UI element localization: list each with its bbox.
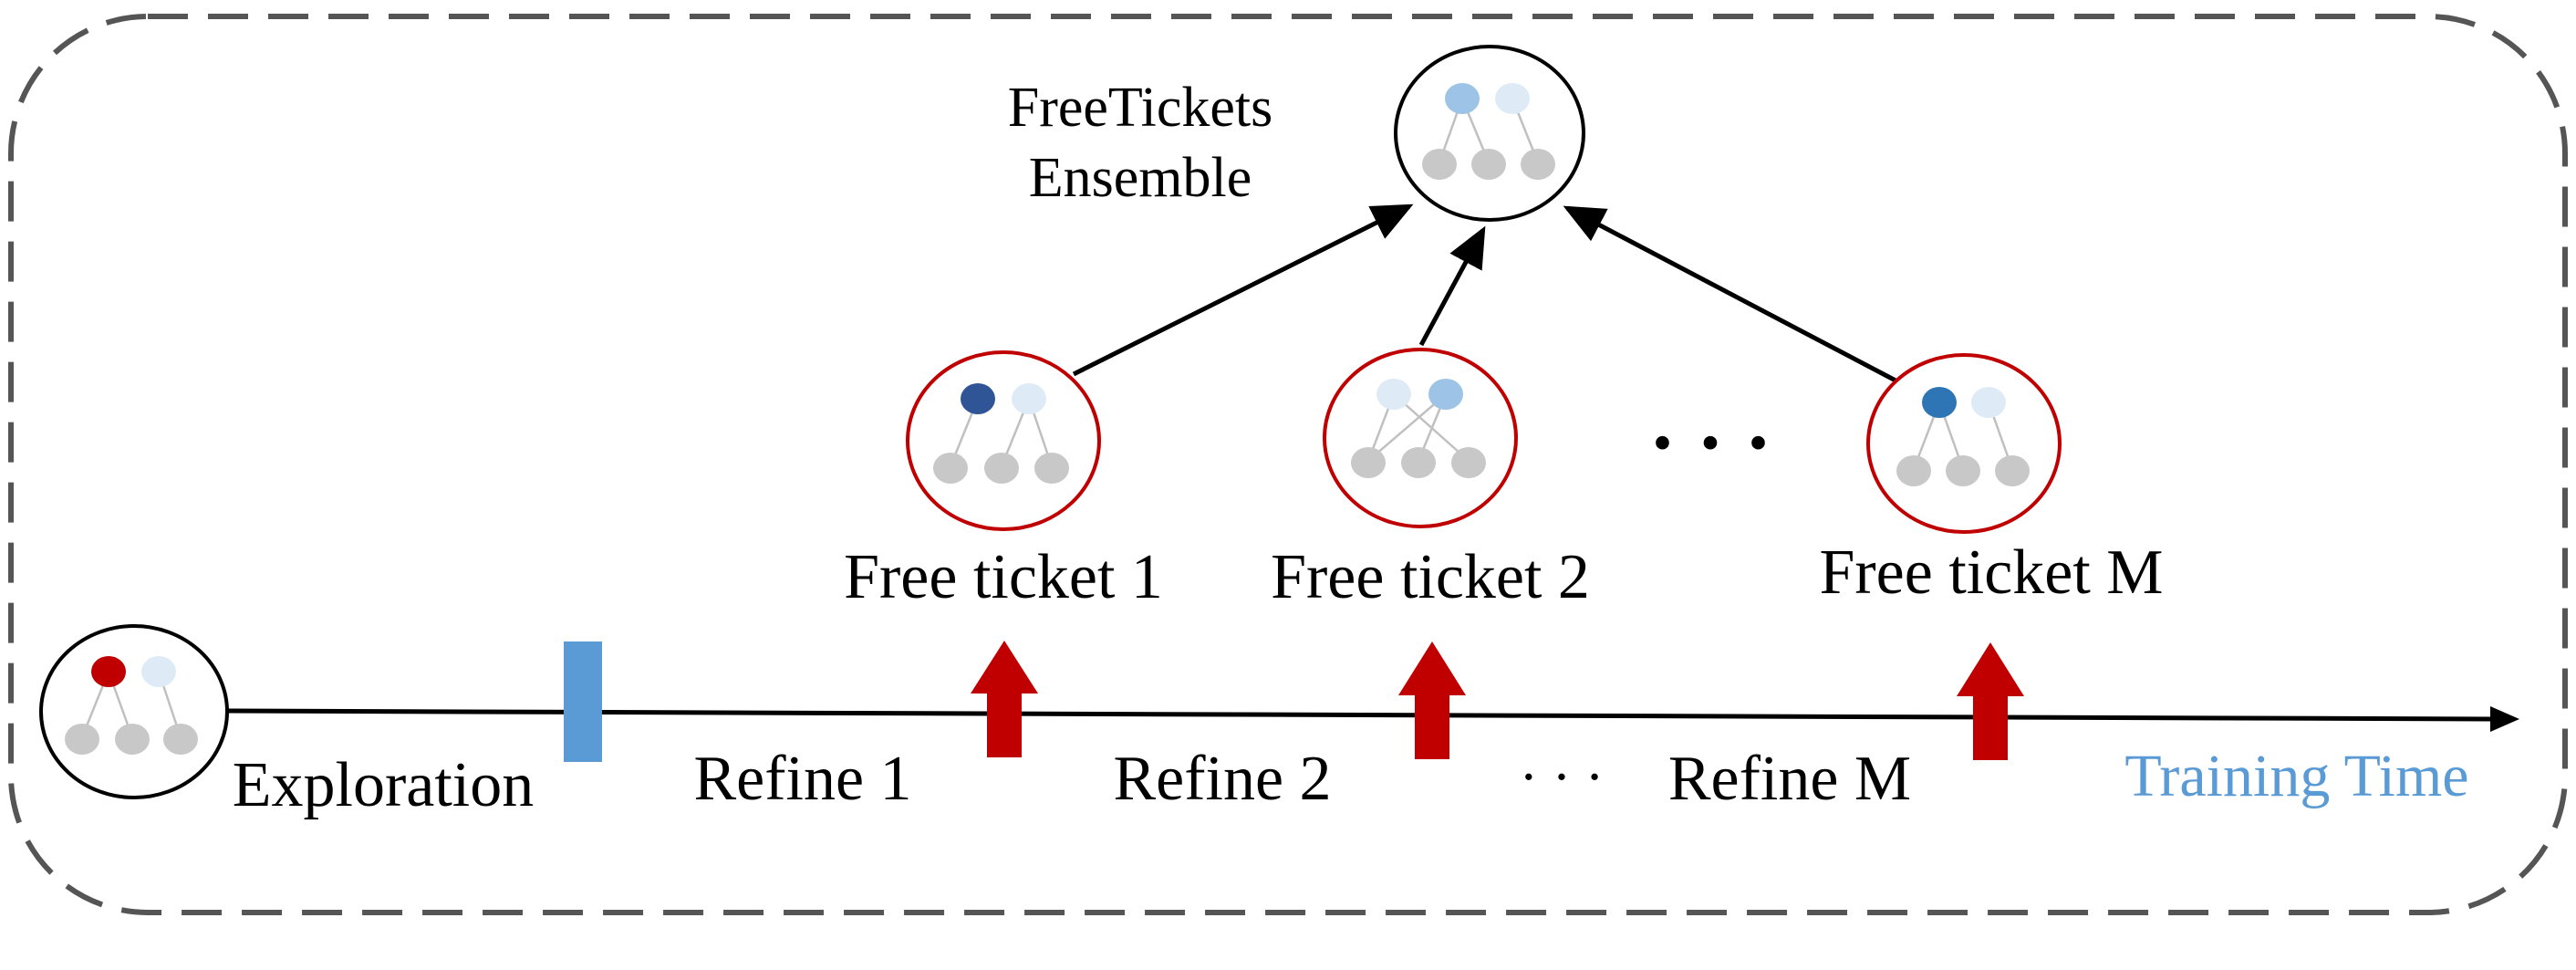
ticket-m-bottom-node-1 [1896,455,1931,486]
ensemble-bottom-node-3 [1521,149,1555,180]
free-ticket-m-network [1866,353,2062,534]
free-ticket-2-network [1323,348,1518,528]
ticket-m-bottom-node-3 [1995,455,2030,486]
exploration-bar [564,641,602,762]
ticket-1-bottom-node-3 [1034,453,1069,484]
ticket-2-circle [1323,348,1518,528]
ensemble-title-line-1: FreeTickets [1008,77,1272,139]
ticket-m-circle [1866,353,2062,534]
start-bottom-node-3 [163,724,198,755]
refine-1-arrow [971,641,1038,757]
ticket-ellipsis: · · · [1648,398,1771,488]
refine-m-label: Refine M [1668,744,1911,814]
ticket-m-top-node-1 [1922,387,1957,418]
ticket-2-to-ensemble-arrow [1418,225,1486,347]
ensemble-title-line-2: Ensemble [1029,147,1252,209]
ticket-2-top-node-1 [1376,379,1411,410]
ticket-1-bottom-node-1 [933,453,968,484]
ensemble-network [1394,45,1585,222]
ticket-m-bottom-node-2 [1946,455,1980,486]
exploration-label: Exploration [233,750,534,820]
refine-2-arrow [1398,641,1466,759]
refine-m-arrow [1957,642,2024,760]
ticket-1-label: Free ticket 1 [844,542,1163,612]
timeline-ellipsis: · · · [1520,746,1605,808]
start-bottom-node-1 [65,724,99,755]
start-network [39,624,229,799]
ticket-1-top-node-2 [1012,383,1046,414]
start-top-node-2 [141,656,176,687]
ticket-2-bottom-node-3 [1451,447,1486,478]
ticket-1-bottom-node-2 [984,453,1019,484]
start-circle [39,624,229,799]
ticket-m-to-ensemble-arrow [1563,205,1899,384]
ticket-1-top-node-1 [961,383,995,414]
free-ticket-1-network [906,350,1101,531]
ticket-m-top-node-2 [1971,387,2006,418]
refine-1-label: Refine 1 [693,744,911,814]
ensemble-bottom-node-1 [1422,149,1457,180]
training-time-axis [225,708,2493,722]
start-bottom-node-2 [115,724,150,755]
training-time-label: Training Time [2124,743,2468,809]
ticket-1-to-ensemble-arrow [1072,203,1414,377]
ticket-2-bottom-node-2 [1401,447,1436,478]
dashed-frame [8,14,2568,915]
ticket-2-label: Free ticket 2 [1271,542,1590,612]
ticket-2-top-node-2 [1428,379,1463,410]
refine-2-label: Refine 2 [1113,744,1331,814]
ticket-m-label: Free ticket M [1819,537,2163,608]
ensemble-circle [1394,45,1585,222]
ensemble-bottom-node-2 [1471,149,1506,180]
ensemble-top-node-1 [1445,83,1480,114]
training-time-axis-arrowhead [2490,706,2519,732]
start-top-node-1 [91,656,126,687]
ticket-1-circle [906,350,1101,531]
ensemble-top-node-2 [1495,83,1530,114]
ticket-2-bottom-node-1 [1351,447,1386,478]
